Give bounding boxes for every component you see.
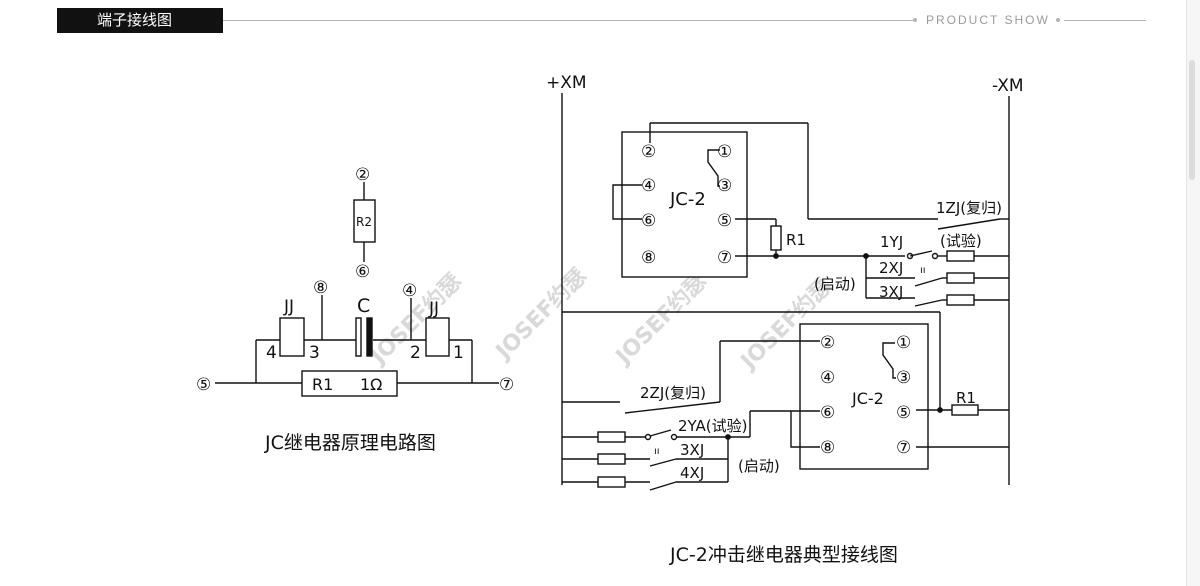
test-1-label: (试验) [940,232,982,250]
upper-resistor-label: R1 [786,231,806,249]
header-tagline: PRODUCT SHOW [926,13,1050,27]
coil-right-label: JJ [428,299,439,319]
left-diagram-caption: JC继电器原理电路图 [265,432,436,454]
xj-3-lower-label: 3XJ [680,441,704,459]
reset-1-label: 1ZJ(复归) [936,199,1002,217]
terminal-6-left: ⑥ [355,262,370,282]
reset-2-label: 2ZJ(复归) [640,384,706,402]
pin-3: 3 [309,343,320,363]
right-diagram-caption: JC-2冲击继电器典型接线图 [670,544,898,566]
lower-relay-name: JC-2 [851,389,884,408]
pin-2: 2 [410,343,421,363]
coil-left-label: JJ [283,297,294,317]
header-divider-right [1064,20,1146,21]
lower-terminal-6: ⑥ [820,403,835,423]
terminal-7-left: ⑦ [499,375,514,395]
start-2-label: (启动) [738,457,780,475]
header-divider-left [223,20,913,21]
left-circuit-labels: ② R2 ⑥ ⑧ ④ JJ C JJ 4 3 2 1 ⑤ R1 1Ω ⑦ [196,165,514,395]
pin-4: 4 [266,343,277,363]
lower-terminal-1: ① [896,333,911,353]
bus-minus-label: -XM [992,76,1024,96]
contact-marks-upper: ıı [920,265,926,276]
lower-terminal-8: ⑧ [820,438,835,458]
resistor-value: 1Ω [360,375,382,394]
upper-relay-name: JC-2 [669,189,706,210]
upper-terminal-5: ⑤ [717,211,732,231]
upper-terminal-1: ① [717,142,732,162]
section-title: 端子接线图 [57,8,223,33]
watermark-2: JOSEF约瑟 [489,263,591,365]
terminal-5-left: ⑤ [196,375,211,395]
capacitor-label: C [357,295,370,317]
upper-terminal-4: ④ [641,176,656,196]
left-circuit [215,182,499,397]
upper-terminal-8: ⑧ [641,248,656,268]
upper-terminal-2: ② [641,142,656,162]
lower-resistor-label: R1 [956,389,976,407]
header-dot-right [1056,18,1060,22]
page-scrollbar-thumb[interactable] [1189,60,1195,180]
contact-marks-lower: ıı [654,446,660,457]
xj-3-upper-label: 3XJ [879,283,903,301]
terminal-4-left: ④ [402,281,417,301]
terminal-8-left: ⑧ [313,278,328,298]
lower-terminal-4: ④ [820,368,835,388]
ya-2-label: 2YA(试验) [678,417,748,435]
upper-terminal-3: ③ [717,176,732,196]
upper-terminal-7: ⑦ [717,248,732,268]
bus-plus-label: +XM [546,73,587,93]
lower-terminal-5: ⑤ [896,403,911,423]
xj-4-label: 4XJ [680,464,704,482]
lower-terminal-3: ③ [896,368,911,388]
start-1-label: (启动) [814,275,856,293]
right-circuit-labels: +XM -XM ② ① ③ ④ JC-2 ⑥ ⑤ ⑧ ⑦ R1 1ZJ(复归) … [546,73,1024,482]
lower-terminal-2: ② [820,333,835,353]
right-circuit [561,93,1010,491]
watermark-3: JOSEF约瑟 [609,268,711,370]
resistor-r2-label: R2 [356,215,372,229]
lower-terminal-7: ⑦ [896,438,911,458]
terminal-2-left: ② [355,165,370,185]
pin-1: 1 [453,343,464,363]
xj-2-label: 2XJ [879,259,903,277]
upper-terminal-6: ⑥ [641,211,656,231]
header-dot-left [913,18,917,22]
yj-1-label: 1YJ [880,233,903,251]
resistor-r1-label: R1 [312,375,333,394]
